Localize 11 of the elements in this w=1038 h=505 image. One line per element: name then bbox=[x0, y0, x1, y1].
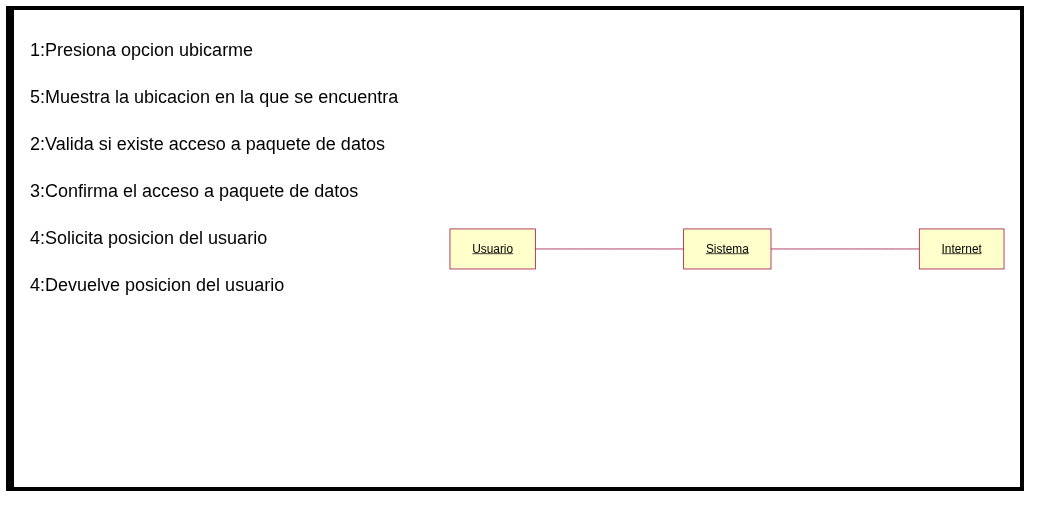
connector bbox=[770, 248, 920, 249]
node-box: Sistema bbox=[683, 228, 772, 269]
message-label: 2:Valida si existe acceso a paquete de datos bbox=[30, 134, 386, 155]
message-label: 1:Presiona opcion ubicarme bbox=[30, 40, 255, 61]
message-label: 3:Confirma el acceso a paquete de datos bbox=[30, 181, 360, 202]
node-box: Internet bbox=[918, 228, 1005, 269]
message-label: 4:Solicita posicion del usuario bbox=[30, 228, 269, 249]
message-label: 4:Devuelve posicion del usuario bbox=[30, 275, 286, 296]
connector bbox=[535, 248, 684, 249]
node-box: Usuario bbox=[449, 228, 536, 269]
message-label: 5:Muestra la ubicacion en la que se encuentra bbox=[30, 87, 400, 108]
